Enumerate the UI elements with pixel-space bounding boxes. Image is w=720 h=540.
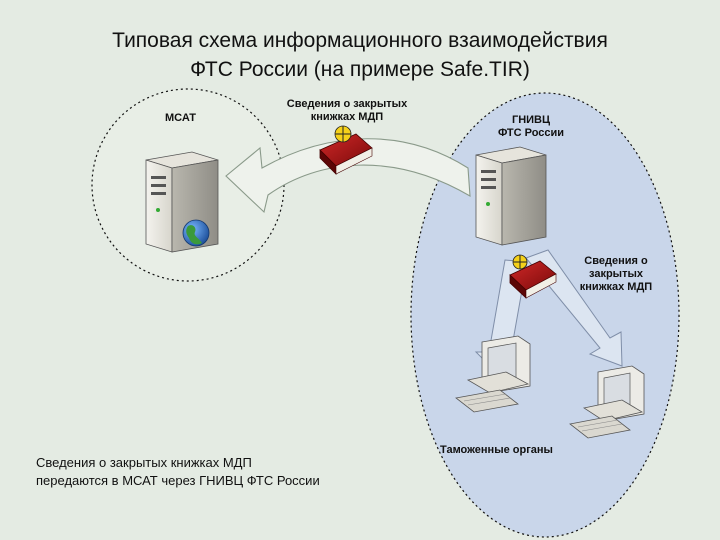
caption-line-2: передаются в МСАТ через ГНИВЦ ФТС России <box>36 473 320 488</box>
flow-arrow-gnivc-to-mcat <box>225 138 471 214</box>
slide-title: Типовая схема информационного взаимодейс… <box>0 26 720 84</box>
gnivc-label-line-2: ФТС России <box>497 127 565 139</box>
flow-top-line-2: книжках МДП <box>310 111 384 123</box>
gnivc-label-line-1: ГНИВЦ <box>511 114 551 126</box>
flow-right-line-2: закрытых <box>589 268 643 280</box>
caption-line-1: Сведения о закрытых книжках МДП <box>36 455 252 470</box>
mcat-label: МСАТ <box>165 112 196 124</box>
flow-right-line-3: книжках МДП <box>579 281 653 293</box>
computer-icon-right <box>569 365 645 439</box>
gnivc-server-icon <box>475 146 547 246</box>
computer-icon-left <box>455 335 531 413</box>
globe-icon <box>182 219 210 247</box>
gnivc-label: ГНИВЦ ФТС России <box>484 114 578 140</box>
caption: Сведения о закрытых книжках МДП передают… <box>36 454 320 490</box>
title-line-1: Типовая схема информационного взаимодейс… <box>112 29 608 52</box>
flow-right-line-1: Сведения о <box>584 255 648 267</box>
tir-carnet-icon-right <box>509 254 557 299</box>
tir-carnet-icon-top <box>319 125 373 175</box>
flow-top-line-1: Сведения о закрытых <box>286 98 408 110</box>
flow-top-label: Сведения о закрытых книжках МДП <box>268 98 426 124</box>
title-line-2: ФТС России (на примере Safe.TIR) <box>190 58 530 81</box>
flow-right-label: Сведения о закрытых книжках МДП <box>568 255 664 294</box>
customs-label: Таможенные органы <box>440 444 553 456</box>
